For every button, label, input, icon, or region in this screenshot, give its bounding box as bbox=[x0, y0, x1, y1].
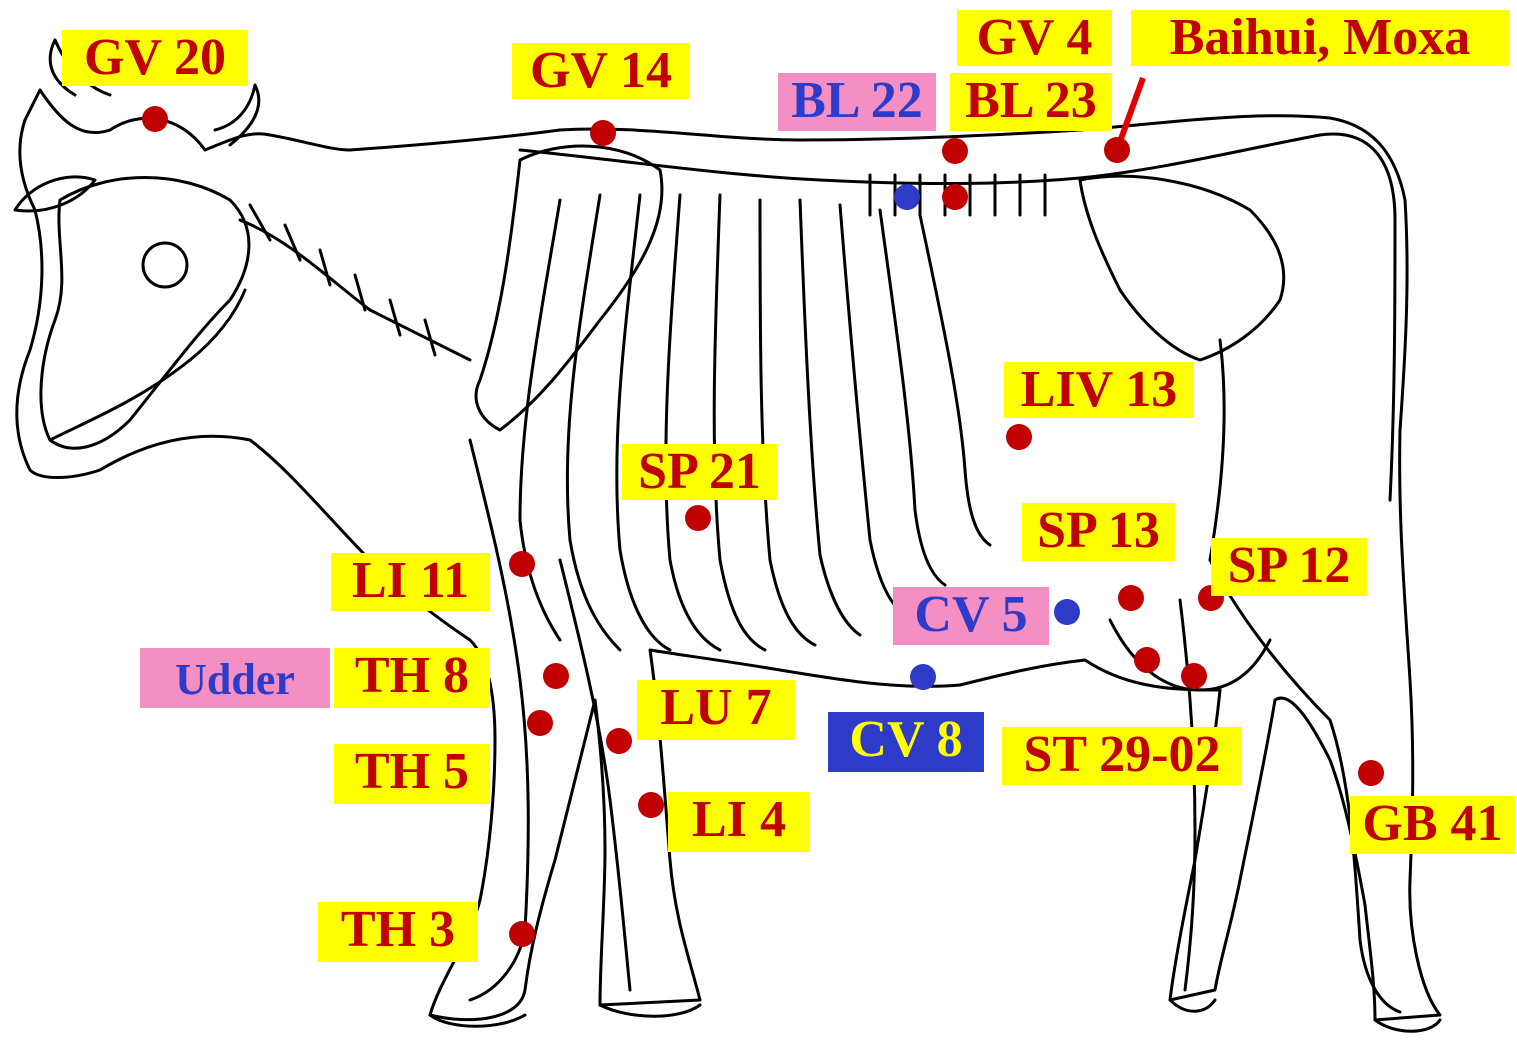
hindleg-femur bbox=[1210, 340, 1224, 560]
label-udder: Udder bbox=[140, 648, 330, 708]
label-bl22: BL 22 bbox=[778, 73, 936, 131]
ribcage bbox=[520, 195, 990, 650]
label-sp13: SP 13 bbox=[1022, 503, 1175, 561]
gv14-point bbox=[590, 120, 616, 146]
label-cv5: CV 5 bbox=[893, 587, 1049, 645]
foreleg-bone-right bbox=[560, 560, 630, 990]
jaw bbox=[50, 290, 245, 440]
label-gv4: GV 4 bbox=[957, 10, 1112, 66]
label-baihui: Baihui, Moxa bbox=[1131, 10, 1509, 66]
gv20-point bbox=[142, 106, 168, 132]
th5-point bbox=[527, 710, 553, 736]
hoof bbox=[1170, 1000, 1215, 1011]
skull bbox=[41, 178, 249, 449]
baihui-point bbox=[1104, 137, 1130, 163]
label-li11: LI 11 bbox=[331, 553, 490, 611]
label-cv8: CV 8 bbox=[828, 712, 984, 772]
lu7-point bbox=[606, 728, 632, 754]
label-gv14: GV 14 bbox=[512, 43, 690, 99]
label-liv13: LIV 13 bbox=[1004, 362, 1194, 418]
bl23-point-upper bbox=[942, 138, 968, 164]
neck-vertebrae bbox=[240, 220, 470, 360]
scapula bbox=[476, 146, 662, 430]
label-gv20: GV 20 bbox=[62, 30, 248, 86]
st2902-point-right bbox=[1181, 663, 1207, 689]
sp13-point bbox=[1118, 585, 1144, 611]
label-th5: TH 5 bbox=[334, 744, 490, 804]
label-gb41: GB 41 bbox=[1350, 796, 1515, 854]
eye-socket bbox=[143, 243, 187, 287]
sp21-point bbox=[685, 505, 711, 531]
cv5-point bbox=[1054, 599, 1080, 625]
th3-point bbox=[509, 921, 535, 947]
label-li4: LI 4 bbox=[668, 792, 810, 852]
st2902-point-left bbox=[1134, 647, 1160, 673]
cv8-point bbox=[910, 664, 936, 690]
pelvis bbox=[1080, 176, 1284, 360]
label-sp12: SP 12 bbox=[1211, 538, 1367, 596]
label-th3: TH 3 bbox=[318, 902, 478, 962]
ear bbox=[15, 177, 95, 211]
th8-point bbox=[543, 663, 569, 689]
liv13-point bbox=[1006, 424, 1032, 450]
right-horn bbox=[215, 85, 259, 145]
label-th8: TH 8 bbox=[334, 648, 490, 708]
label-lu7: LU 7 bbox=[637, 680, 795, 740]
li11-point bbox=[509, 551, 535, 577]
hoof bbox=[1375, 1020, 1440, 1031]
gb41-point bbox=[1358, 760, 1384, 786]
hoof bbox=[600, 1005, 700, 1016]
label-sp21: SP 21 bbox=[622, 444, 777, 500]
label-st2902: ST 29-02 bbox=[1002, 727, 1242, 785]
bl22-point bbox=[894, 184, 920, 210]
li4-point bbox=[638, 792, 664, 818]
label-bl23: BL 23 bbox=[950, 73, 1112, 131]
bl23-point-lower bbox=[942, 184, 968, 210]
hindleg-tibia bbox=[1210, 560, 1400, 1012]
